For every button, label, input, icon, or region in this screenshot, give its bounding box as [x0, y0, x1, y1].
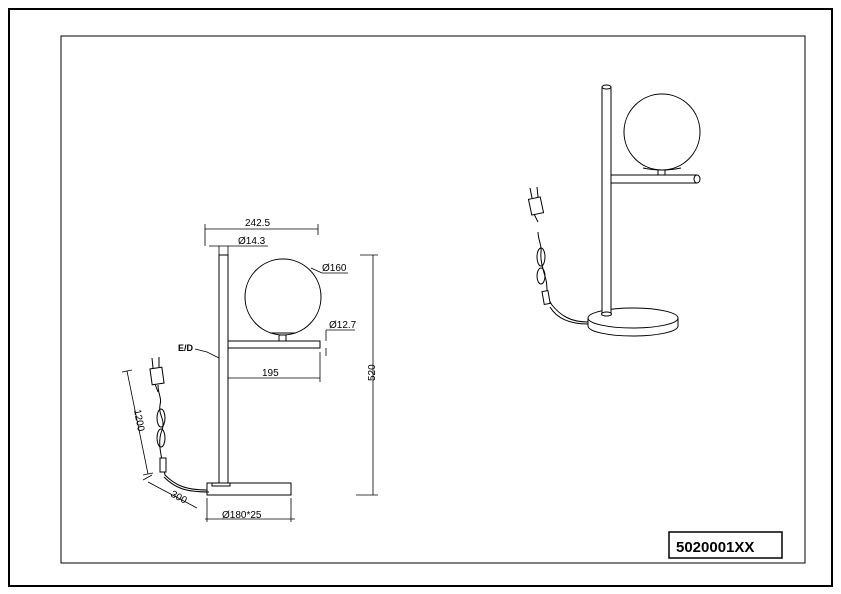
power-cable — [156, 384, 210, 493]
dim-total-height: 520 — [367, 364, 378, 381]
cable-switch — [159, 457, 167, 473]
lamp-rod — [218, 254, 229, 484]
dim-base-size: Ø180*25 — [222, 510, 262, 521]
inner-border — [60, 35, 806, 564]
front-view — [206, 254, 322, 496]
plug — [149, 357, 165, 393]
dim-switch-label: E/D — [178, 343, 194, 353]
dim-switch-distance: 300 — [169, 489, 189, 507]
dimension-lines — [121, 224, 378, 522]
dim-arm-length: 195 — [262, 368, 279, 379]
product-code-box: 5020001XX — [668, 531, 783, 559]
product-code: 5020001XX — [676, 539, 754, 556]
dim-arm-diameter: Ø12.7 — [329, 320, 357, 331]
dim-cable-length: 1200 — [131, 408, 146, 432]
dim-total-width: 242.5 — [245, 218, 270, 229]
dim-rod-diameter: Ø14.3 — [238, 236, 266, 247]
lamp-arm — [227, 340, 321, 349]
perspective-plug — [527, 186, 545, 223]
outer-border — [8, 8, 833, 587]
lamp-base — [206, 482, 292, 496]
perspective-rod — [601, 86, 612, 316]
perspective-arm — [610, 174, 698, 184]
perspective-view — [587, 84, 701, 337]
perspective-globe — [623, 93, 701, 171]
dim-globe-diameter: Ø160 — [322, 263, 347, 274]
globe — [244, 258, 322, 336]
perspective-cable — [536, 231, 589, 325]
